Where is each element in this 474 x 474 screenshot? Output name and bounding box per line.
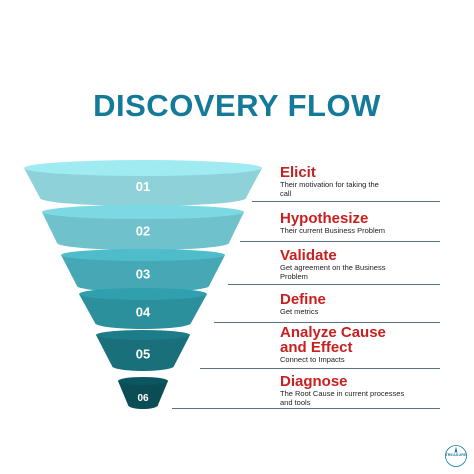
divider-rule [200, 368, 440, 369]
funnel-layer-05: 05 [96, 330, 190, 371]
funnel-layer-number: 02 [136, 224, 150, 239]
step-description: Connect to Impacts [280, 355, 345, 364]
step-validate: Validate Get agreement on the Business P… [280, 248, 385, 281]
step-description: The Root Cause in current processes and … [280, 389, 405, 407]
step-diagnose: Diagnose The Root Cause in current proce… [280, 374, 404, 407]
step-analyze-cause-and-effect: Analyze Cause and Effect Connect to Impa… [280, 325, 386, 365]
funnel-layer-number: 05 [136, 347, 150, 362]
step-title: Validate [280, 247, 337, 264]
funnel-layer-01: 01 [24, 160, 262, 206]
step-title: Diagnose [280, 373, 348, 390]
funnel-layer-body [61, 255, 225, 292]
step-title: Hypothesize [280, 210, 369, 227]
step-hypothesize: Hypothesize Their current Business Probl… [280, 211, 385, 236]
funnel-layer-rim [118, 377, 168, 385]
divider-rule [214, 322, 440, 323]
step-description: Get metrics [280, 307, 319, 316]
step-title: Analyze Cause and Effect [280, 324, 386, 356]
page-title: DISCOVERY FLOW [93, 88, 381, 123]
funnel-layer-rim [96, 330, 190, 340]
funnel-layer-04: 04 [79, 288, 207, 329]
step-title: Elicit [280, 164, 316, 181]
step-elicit: Elicit Their motivation for taking the c… [280, 165, 379, 198]
funnel-layer-body [96, 335, 190, 371]
step-title: Define [280, 291, 326, 308]
funnel-layer-body [118, 381, 168, 409]
funnel-layer-number: 04 [136, 305, 151, 320]
divider-rule [228, 284, 440, 285]
funnel-layer-body [42, 212, 244, 250]
divider-rule [252, 201, 440, 202]
funnel-layer-rim [61, 249, 225, 261]
compass-logo-icon: TREASURE [444, 444, 468, 468]
funnel-layer-rim [42, 205, 244, 219]
divider-rule [172, 408, 440, 409]
logo-text: TREASURE [445, 453, 467, 457]
funnel-layer-number: 03 [136, 267, 150, 282]
funnel-layer-number: 01 [136, 179, 150, 194]
funnel-layer-02: 02 [42, 205, 244, 250]
step-define: Define Get metrics [280, 292, 326, 317]
step-description: Get agreement on the Business Problem [280, 263, 386, 281]
funnel-layer-rim [79, 288, 207, 300]
divider-rule [240, 241, 440, 242]
funnel-layer-number: 06 [137, 393, 149, 404]
step-description: Their motivation for taking the call [280, 180, 379, 198]
funnel-layer-body [24, 168, 262, 206]
funnel-layer-rim [24, 160, 262, 176]
step-description: Their current Business Problem [280, 226, 386, 235]
funnel-layer-body [79, 294, 207, 329]
funnel-layer-06: 06 [118, 377, 168, 409]
funnel-layer-03: 03 [61, 249, 225, 292]
